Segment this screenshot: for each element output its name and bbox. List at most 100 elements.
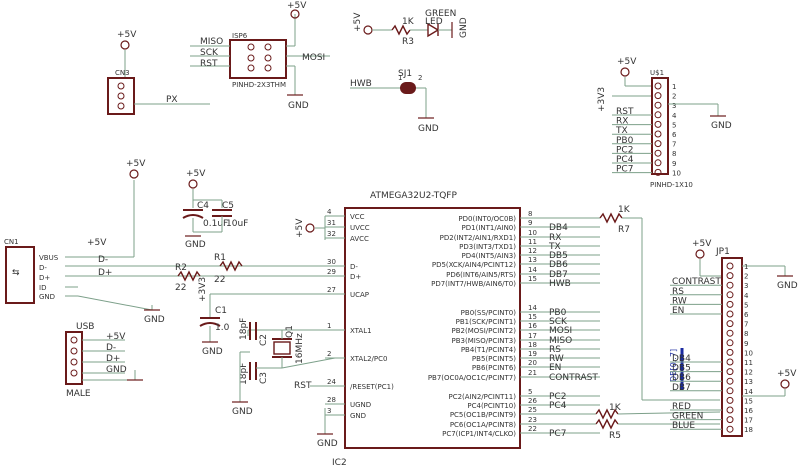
usb-header-ref: MALE bbox=[66, 389, 91, 399]
u1-signal-label: TX bbox=[615, 126, 628, 136]
jp1-pin-number: 12 bbox=[744, 369, 753, 377]
sj-net-label: HWB bbox=[350, 79, 372, 89]
u1-pin-number: 6 bbox=[672, 131, 677, 139]
r7-value: 1K bbox=[618, 205, 631, 215]
mcu-right-pin-number: 5 bbox=[528, 388, 532, 396]
isp-label-miso: MISO bbox=[200, 37, 223, 47]
c3-value: 18pF bbox=[239, 363, 249, 385]
jp1-pin-number: 10 bbox=[744, 349, 753, 357]
c2-value: 18pF bbox=[239, 318, 249, 340]
u1-pin-hole bbox=[654, 130, 662, 138]
decoupling-caps: +5V C4 C5 0.1uF 10uF GND bbox=[182, 169, 248, 250]
r5-ref: R5 bbox=[609, 431, 621, 441]
jp1-power-symbol bbox=[695, 249, 705, 259]
mcu-power-label: +5V bbox=[295, 218, 305, 238]
cn3-net-label: PX bbox=[166, 95, 178, 105]
isp-label-mosi: MOSI bbox=[302, 53, 325, 63]
mcu-net-label: RS bbox=[549, 345, 561, 355]
jp1-pin-hole bbox=[726, 387, 734, 395]
mcu-right-pin-number: 8 bbox=[528, 210, 532, 218]
mcu-left-pin-number: 4 bbox=[327, 208, 332, 216]
mcu-left-pin-number: 3 bbox=[327, 407, 331, 415]
r7-ref: R7 bbox=[618, 225, 630, 235]
usb-pin-id: ID bbox=[39, 284, 46, 292]
sj-pin2: 2 bbox=[418, 74, 422, 82]
u1-signal-label: PC4 bbox=[616, 155, 634, 165]
resistor-r5 bbox=[595, 418, 619, 430]
jp1-signal-label: DB5 bbox=[672, 364, 691, 374]
usb-pin-vbus: VBUS bbox=[39, 254, 59, 262]
jp1-pin-number: 4 bbox=[744, 292, 749, 300]
mcu-left-pin-number: 32 bbox=[327, 230, 336, 238]
caps-power-symbol bbox=[188, 179, 198, 189]
usb-connector-cn1: CN1 ⇆ VBUS D- D+ ID GND GND D- D+ +5V +5… bbox=[4, 159, 335, 325]
r1-value: 22 bbox=[214, 275, 225, 285]
mcu-right-pin-name: PB7(OC0A/OC1C/PCINT7) bbox=[428, 374, 516, 382]
jp1-power2-symbol bbox=[780, 379, 790, 389]
jp1-signal-label: RED bbox=[672, 402, 691, 412]
cn3-power-label: +5V bbox=[117, 30, 137, 40]
usb-connector-ref: CN1 bbox=[4, 238, 19, 246]
u1-power-label: +5V bbox=[617, 57, 637, 67]
usb-header-label: GND bbox=[106, 365, 127, 375]
mcu-gnd-label: GND bbox=[317, 439, 338, 449]
mcu-right-pin-name: PD6(INT6/AIN5/RTS) bbox=[446, 271, 516, 279]
mcu-left-pin-number: 29 bbox=[327, 268, 336, 276]
mcu-net-label: TX bbox=[548, 242, 561, 252]
crystal-value: 16MHz bbox=[295, 333, 305, 364]
mcu-right-pin-number: 17 bbox=[528, 332, 537, 340]
mcu-right-pin-name: PC2(AIN2/PCINT11) bbox=[448, 393, 516, 401]
mcu-right-pin-number: 13 bbox=[528, 256, 537, 264]
mcu-net-label: PC7 bbox=[549, 429, 566, 439]
usb-header-label: +5V bbox=[106, 332, 126, 342]
mcu-right-pin-number: 19 bbox=[528, 350, 537, 358]
u1-pin-hole bbox=[654, 101, 662, 109]
mcu-right-pin-name: PC4(PCINT10) bbox=[467, 402, 516, 410]
c3-ref: C3 bbox=[259, 372, 269, 384]
mcu-right-pin-number: 10 bbox=[528, 229, 537, 237]
mcu-right-pin-name: PD1(INT1/AIN0) bbox=[462, 224, 517, 232]
u1-pin-hole bbox=[654, 111, 662, 119]
mcu-right-pin-number: 16 bbox=[528, 322, 537, 330]
mcu-right-pin-name: PB5(PCINT5) bbox=[472, 355, 516, 363]
mcu-right-pin-name: PB6(PCINT6) bbox=[472, 364, 516, 372]
led-name-label: LED bbox=[425, 17, 443, 27]
vbus-power-label: +5V bbox=[126, 159, 146, 169]
c1-gnd-label: GND bbox=[202, 347, 223, 357]
led-resistor-ref: R3 bbox=[402, 37, 414, 47]
jp1-signal-label: DB4 bbox=[672, 354, 691, 364]
mcu-left-pin-name: XTAL2/PC0 bbox=[350, 355, 387, 363]
mcu-right-pin-number: 15 bbox=[528, 313, 537, 321]
u1-signal-label: PB0 bbox=[616, 136, 634, 146]
crystal-circuit: 18pF C2 16MHz Q1 18pF C3 GND bbox=[232, 318, 336, 417]
usb-header-pin bbox=[70, 358, 78, 366]
jp1-pin-hole bbox=[726, 262, 734, 270]
jp1-pin-hole bbox=[726, 320, 734, 328]
jp1-pin-number: 3 bbox=[744, 282, 748, 290]
jp1-signal-label: RS bbox=[672, 287, 684, 297]
u1-pin-number: 3 bbox=[672, 102, 676, 110]
jp1-pin-number: 11 bbox=[744, 359, 753, 367]
jp1-signal-label: EN bbox=[672, 306, 684, 316]
u1-pin-hole bbox=[654, 159, 662, 167]
jp1-pin-number: 8 bbox=[744, 330, 748, 338]
isp-power-symbol bbox=[290, 9, 300, 19]
mcu-right-pin-number: 18 bbox=[528, 341, 537, 349]
mcu-right-pin-name: PD3(INT3/TXD1) bbox=[459, 243, 516, 251]
mcu-right-pin-name: PC7(ICP1/INT4/CLKO) bbox=[442, 430, 516, 438]
mcu-right-pin-number: 26 bbox=[528, 397, 537, 405]
db-bus-label: DB[0..7] bbox=[669, 349, 678, 382]
u1-signal-label: PC7 bbox=[616, 165, 633, 175]
jp1-pin-number: 16 bbox=[744, 407, 753, 415]
jp1-power-label: +5V bbox=[692, 239, 712, 249]
usb-symbol-icon: ⇆ bbox=[12, 268, 20, 278]
mcu-left-pin-name: GND bbox=[350, 412, 366, 420]
u1-signal-label: RX bbox=[616, 117, 628, 127]
u1-ref: U$1 bbox=[650, 69, 664, 77]
isp-label-sck: SCK bbox=[200, 48, 219, 58]
mcu-right-pin-name: PB1(SCK/PCINT1) bbox=[456, 318, 517, 326]
mcu-left-pin-number: 31 bbox=[327, 219, 336, 227]
led-resistor-value: 1K bbox=[402, 17, 415, 27]
mcu-part-name: ATMEGA32U2-TQFP bbox=[370, 191, 457, 201]
isp-ref: ISP6 bbox=[232, 32, 248, 40]
